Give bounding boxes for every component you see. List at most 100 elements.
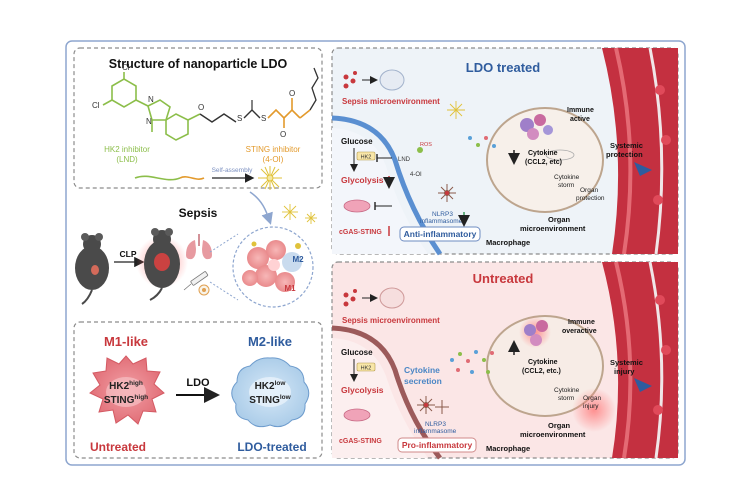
hk2-inhibitor-label: HK2 inhibitor bbox=[104, 145, 150, 154]
sepsis-title: Sepsis bbox=[179, 206, 218, 220]
structure-title: Structure of nanoparticle LDO bbox=[109, 57, 288, 71]
sting-inhibitor-label: STING inhibitor bbox=[246, 145, 301, 154]
untreated-pro: Pro-inflammatory bbox=[402, 440, 473, 450]
structure-panel: Structure of nanoparticle LDO Cl Cl N N … bbox=[73, 47, 323, 190]
untreated-glycolysis: Glycolysis bbox=[341, 385, 384, 395]
nanoparticle-icon bbox=[258, 166, 282, 190]
ldo-storm-1: Cytokine bbox=[554, 174, 580, 181]
untreated-systemic-1: Systemic bbox=[610, 358, 643, 367]
untreated-systemic-2: injury bbox=[614, 367, 635, 376]
untreated-cytokine-secretion-1: Cytokine bbox=[404, 365, 440, 375]
atom-s-2: S bbox=[261, 114, 266, 123]
nanoparticle-icons bbox=[282, 204, 317, 224]
structure-to-cluster-arrow bbox=[249, 191, 273, 225]
untreated-cytokine-1: Cytokine bbox=[528, 359, 558, 366]
untreated-nlrp3-1: NLRP3 bbox=[425, 421, 446, 428]
ldo-protect-1: Organ bbox=[580, 187, 598, 194]
ldo-systemic-1: Systemic bbox=[610, 141, 643, 150]
untreated-cytokine-dots bbox=[450, 350, 494, 374]
m1-caption: Untreated bbox=[90, 440, 146, 454]
untreated-cytokine-2: (CCL2, etc.) bbox=[522, 368, 561, 375]
untreated-membrane bbox=[331, 325, 442, 460]
ldo-systemic-2: protection bbox=[606, 150, 643, 159]
untreated-glucose: Glucose bbox=[341, 348, 373, 357]
lnd-molecule bbox=[102, 72, 201, 141]
ldo-cytokine-dots bbox=[468, 136, 496, 148]
untreated-pro-badge bbox=[397, 437, 477, 453]
ldo-cytokine-1: Cytokine bbox=[528, 150, 558, 157]
ldo-macrophage: Macrophage bbox=[486, 238, 530, 247]
macrophage-compare-panel: M1-like M2-like HK2high STINGhigh LDO HK… bbox=[73, 321, 323, 459]
ldo-arrow-label: LDO bbox=[186, 377, 210, 389]
atom-cl-2: Cl bbox=[92, 101, 100, 110]
untreated-storm-2: storm bbox=[558, 395, 574, 402]
ldo-organ-micro-2: microenvironment bbox=[520, 224, 586, 233]
ldo-hk2: HK2 bbox=[361, 155, 372, 161]
untreated-systemic-arrow bbox=[634, 378, 652, 392]
untreated-mitochondria-icon bbox=[343, 408, 371, 422]
ldo-immune-1: Immune bbox=[567, 107, 594, 114]
ldo-anti: Anti-inflammatory bbox=[404, 229, 477, 239]
ldo-nlrp3-1: NLRP3 bbox=[432, 211, 453, 218]
untreated-cytokine-secretion-2: secretion bbox=[404, 376, 442, 386]
ldo-systemic-arrow bbox=[634, 162, 652, 176]
untreated-storm-1: Cytokine bbox=[554, 387, 580, 394]
ldo-nlrp3-2: inflammasome bbox=[420, 218, 463, 225]
untreated-organ-micro-2: microenvironment bbox=[520, 430, 586, 439]
untreated-immune-1: Immune bbox=[568, 319, 595, 326]
untreated-injury-2: injury bbox=[583, 403, 599, 410]
syringe-icon bbox=[183, 271, 210, 296]
ldo-glucose: Glucose bbox=[341, 137, 373, 146]
atom-n-2: N bbox=[146, 117, 152, 126]
ldo-cgas: cGAS-STING bbox=[339, 229, 382, 236]
m1-like-title: M1-like bbox=[104, 334, 148, 349]
ldo-cytokine-2: (CCL2, etc) bbox=[525, 159, 562, 166]
ldo-organ-micro-1: Organ bbox=[548, 215, 571, 224]
ldo-treated-panel: LDO treated Sepsis microenvironment Gluc… bbox=[331, 47, 679, 256]
sting-inhibitor-sub: (4-OI) bbox=[263, 155, 284, 164]
ldo-storm-2: storm bbox=[558, 182, 574, 189]
lungs-icon bbox=[186, 234, 212, 260]
untreated-macrophage: Macrophage bbox=[486, 444, 530, 453]
four-oi-molecule bbox=[267, 98, 311, 128]
untreated-hk2: HK2 bbox=[361, 366, 372, 372]
ldo-organ bbox=[486, 107, 604, 213]
ldo-lnd: LND bbox=[398, 157, 411, 163]
m1-hk2: HK2high bbox=[109, 380, 143, 392]
macrophage-cluster bbox=[242, 240, 302, 292]
m2-caption: LDO-treated bbox=[237, 440, 306, 454]
untreated-organ-micro-1: Organ bbox=[548, 421, 571, 430]
m1-label: M1 bbox=[284, 284, 296, 293]
mouse-icon-2 bbox=[136, 228, 188, 301]
self-assembly-label: Self-assembly bbox=[212, 167, 254, 174]
untreated-hk2-box bbox=[356, 362, 376, 372]
m2-sting: STINGlow bbox=[249, 394, 291, 406]
untreated-bacteria-icon bbox=[343, 287, 405, 309]
ldo-4oi: 4-OI bbox=[410, 172, 422, 178]
ldo-nlrp3-icon bbox=[438, 184, 456, 202]
ldo-bacteria-icon bbox=[343, 69, 405, 91]
untreated-cgas: cGAS-STING bbox=[339, 438, 382, 445]
untreated-immune-2: overactive bbox=[562, 328, 597, 335]
ldo-immune-2: active bbox=[570, 116, 590, 123]
atom-o-1: O bbox=[198, 103, 204, 112]
atom-n-1: N bbox=[148, 95, 154, 104]
untreated-sepsis-micro: Sepsis microenvironment bbox=[342, 316, 440, 325]
mouse-icon-1 bbox=[75, 233, 109, 305]
ldo-glycolysis: Glycolysis bbox=[341, 175, 384, 185]
ldo-protect-2: protection bbox=[576, 195, 605, 202]
m1-sting: STINGhigh bbox=[104, 394, 148, 406]
clp-label: CLP bbox=[120, 249, 137, 259]
ldo-title: LDO treated bbox=[466, 60, 540, 75]
atom-o-2: O bbox=[280, 130, 286, 139]
ldo-mitochondria-icon bbox=[343, 199, 371, 213]
atom-s-1: S bbox=[237, 114, 242, 123]
m2-label: M2 bbox=[292, 255, 304, 264]
hk2-inhibitor-sub: (LND) bbox=[116, 155, 138, 164]
ldo-anti-badge bbox=[399, 226, 481, 242]
untreated-nlrp3-2: inflammasome bbox=[414, 428, 457, 435]
untreated-injury-1: Organ bbox=[583, 395, 601, 402]
untreated-title: Untreated bbox=[473, 271, 534, 286]
